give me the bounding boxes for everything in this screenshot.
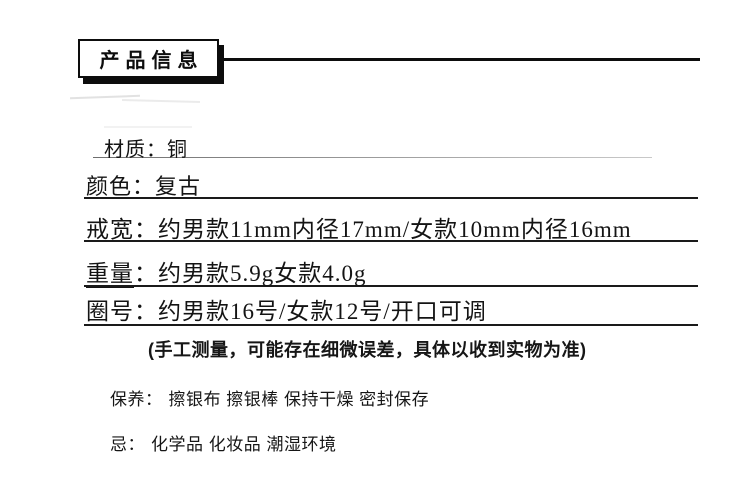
- care-label: 保养：: [110, 390, 163, 409]
- divider-line: [93, 157, 652, 158]
- divider-line: [84, 324, 698, 326]
- spec-value: 约男款5.9g女款4.0g: [158, 261, 367, 286]
- spec-value: 约男款16号/女款12号/开口可调: [158, 299, 487, 324]
- spec-colon: ：: [146, 139, 167, 161]
- spec-value: 复古: [155, 174, 202, 199]
- page-title: 产品信息: [99, 50, 204, 72]
- divider-line: [84, 240, 698, 242]
- care-maintenance-line: 保养： 擦银布 擦银棒 保持干燥 密封保存: [110, 385, 429, 410]
- spec-value: 铜: [167, 139, 188, 161]
- care-avoid-line: 忌： 化学品 化妆品 潮湿环境: [110, 430, 336, 455]
- print-artifact: [121, 98, 201, 104]
- care-value: 擦银布 擦银棒 保持干燥 密封保存: [168, 390, 430, 409]
- measurement-note: (手工测量，可能存在细微误差，具体以收到实物为准): [148, 340, 587, 360]
- spec-colon: ：: [132, 174, 156, 199]
- care-value: 化学品 化妆品 潮湿环境: [151, 435, 337, 454]
- spec-colon: ：: [134, 299, 158, 324]
- care-label: 忌：: [110, 435, 145, 454]
- header-rule: [220, 58, 700, 61]
- spec-value: 约男款11mm内径17mm/女款10mm内径16mm: [158, 217, 632, 242]
- spec-colon: ：: [134, 261, 158, 286]
- divider-line: [84, 197, 698, 199]
- section-title-box: 产品信息: [78, 39, 219, 78]
- spec-row-color: 颜色：复古: [86, 169, 201, 201]
- divider-line: [84, 285, 698, 287]
- spec-label: 重量: [86, 261, 134, 288]
- spec-label: 圈号: [86, 299, 134, 324]
- spec-row-material: 材质：铜: [104, 133, 188, 162]
- spec-row-ring-size: 圈号：约男款16号/女款12号/开口可调: [86, 292, 487, 326]
- spec-colon: ：: [134, 217, 158, 242]
- spec-label: 材质: [104, 139, 146, 161]
- print-artifact: [104, 126, 192, 128]
- spec-label: 戒宽: [86, 217, 134, 242]
- spec-label: 颜色: [86, 174, 133, 199]
- spec-row-ring-width: 戒宽：约男款11mm内径17mm/女款10mm内径16mm: [86, 210, 632, 244]
- spec-row-weight: 重量：约男款5.9g女款4.0g: [86, 254, 367, 288]
